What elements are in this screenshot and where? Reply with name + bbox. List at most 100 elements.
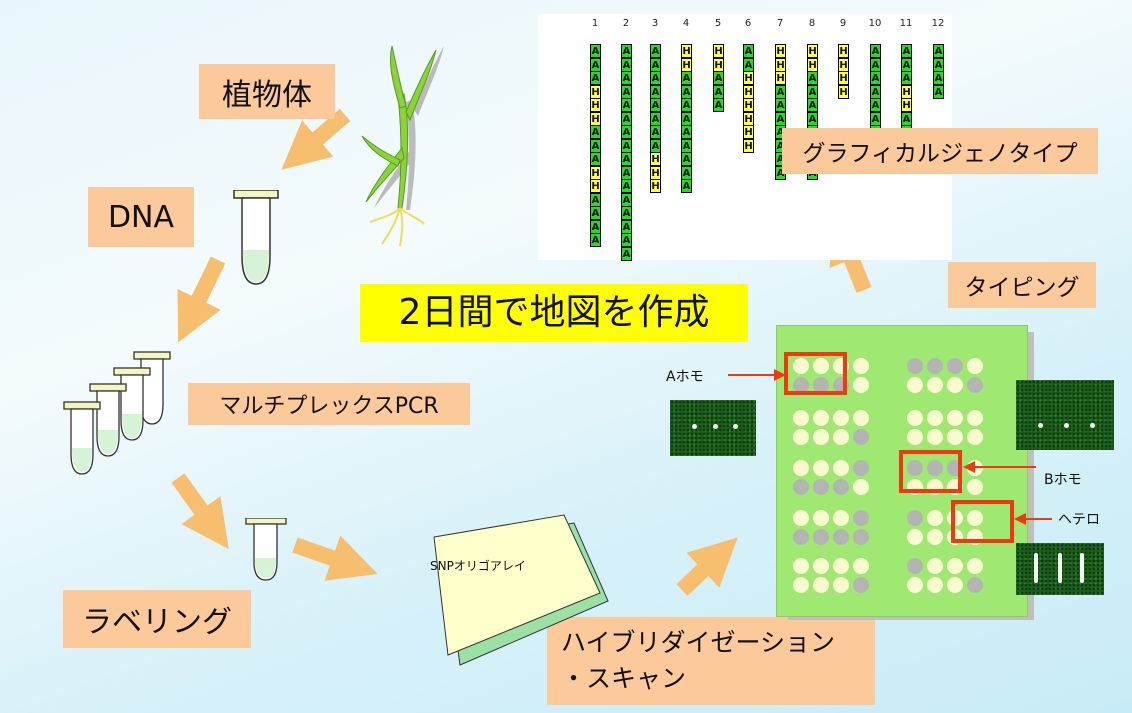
genotype-column-number: 12 <box>931 18 945 29</box>
genotype-cell: H <box>590 179 601 193</box>
multiplex-pcr-label: マルチプレックスPCR <box>188 383 470 425</box>
genotype-cell: A <box>621 98 632 112</box>
genotype-cell: H <box>650 165 661 180</box>
genotype-cell: A <box>743 57 754 72</box>
hetero-callout: ヘテロ <box>1058 512 1100 528</box>
array-spot <box>967 558 983 574</box>
array-spot <box>813 410 829 426</box>
genotype-cell: A <box>775 84 786 99</box>
genotype-cell: A <box>681 84 692 99</box>
scan-image-icon <box>1016 380 1114 450</box>
array-spot <box>907 358 923 374</box>
array-spot <box>833 460 849 476</box>
hybridization-label: ハイブリダイゼーション ・スキャン <box>547 617 875 705</box>
array-spot <box>947 577 963 593</box>
array-spot <box>833 529 849 545</box>
array-spot <box>833 479 849 495</box>
array-spot <box>793 577 809 593</box>
genotype-cell: H <box>713 57 724 72</box>
genotype-cell: H <box>590 165 601 180</box>
genotype-cell: A <box>681 138 692 153</box>
genotype-cell: H <box>775 57 786 72</box>
array-spot <box>967 460 983 476</box>
tube-icon <box>233 190 279 285</box>
array-spot <box>967 429 983 445</box>
genotype-cell: A <box>621 219 632 234</box>
labeling-label: ラベリング <box>63 590 251 648</box>
genotype-cell: A <box>621 246 632 261</box>
array-spot <box>967 358 983 374</box>
array-spot <box>853 377 869 393</box>
genotype-column-number: 3 <box>651 18 659 29</box>
genotype-column-number: 7 <box>776 18 784 29</box>
plant-icon <box>361 45 444 247</box>
genotype-cell: A <box>807 84 818 99</box>
array-spot <box>947 358 963 374</box>
array-spot <box>793 479 809 495</box>
arrow-icon <box>171 473 229 550</box>
array-spot <box>833 429 849 445</box>
genotype-cell: A <box>870 57 881 72</box>
genotype-cell: A <box>621 233 632 247</box>
genotype-cell: H <box>838 84 849 99</box>
genotype-cell: A <box>621 71 632 85</box>
genotype-cell: A <box>590 57 601 72</box>
genotype-cell: A <box>621 179 632 193</box>
array-spot <box>813 558 829 574</box>
headline: 2日間で地図を作成 <box>360 284 748 342</box>
genotype-cell: A <box>681 111 692 126</box>
genotype-cell: H <box>590 111 601 126</box>
array-spot <box>813 577 829 593</box>
array-spot <box>853 429 869 445</box>
array-spot <box>813 479 829 495</box>
genotype-cell: A <box>590 152 601 166</box>
genotype-cell: A <box>590 71 601 85</box>
genotype-cell: H <box>775 44 786 58</box>
genotype-cell: A <box>933 84 944 99</box>
array-spot <box>793 529 809 545</box>
array-spot <box>793 410 809 426</box>
array-spot <box>793 510 809 526</box>
a-homo-callout: Aホモ <box>666 369 704 385</box>
genotype-cell: A <box>681 165 692 180</box>
array-spot <box>813 377 829 393</box>
scan-image-icon <box>670 400 756 456</box>
genotype-cell: A <box>590 219 601 234</box>
array-spot <box>793 429 809 445</box>
genotype-cell: A <box>713 84 724 99</box>
arrow-icon <box>292 535 378 581</box>
array-spot <box>853 577 869 593</box>
genotype-cell: A <box>621 44 632 58</box>
genotype-column-number: 6 <box>744 18 752 29</box>
array-spot <box>927 429 943 445</box>
snp-array-label: SNPオリゴアレイ <box>430 559 526 573</box>
tube-icon <box>63 351 171 475</box>
array-spot <box>813 529 829 545</box>
genotype-cell: H <box>681 57 692 72</box>
genotype-cell: H <box>775 71 786 85</box>
array-spot <box>793 558 809 574</box>
array-spot <box>813 358 829 374</box>
genotype-cell: H <box>743 138 754 153</box>
array-spot <box>907 377 923 393</box>
array-spot <box>927 377 943 393</box>
genotype-cell: A <box>621 192 632 207</box>
genotype-cell: A <box>590 125 601 139</box>
genotype-column-number: 4 <box>682 18 690 29</box>
array-spot <box>947 429 963 445</box>
genotype-column-number: 9 <box>839 18 847 29</box>
genotype-cell: A <box>901 111 912 126</box>
genotype-cell: H <box>743 98 754 112</box>
plant-label: 植物体 <box>199 64 335 119</box>
array-spot <box>967 577 983 593</box>
array-spot <box>813 429 829 445</box>
graphical-genotype-label: グラフィカルジェノタイプ <box>782 128 1098 174</box>
genotype-cell: A <box>650 98 661 112</box>
genotype-cell: A <box>775 111 786 126</box>
genotype-column-number: 11 <box>899 18 913 29</box>
genotype-cell: A <box>901 57 912 72</box>
array-spot <box>927 577 943 593</box>
array-spot <box>833 410 849 426</box>
array-spot <box>927 510 943 526</box>
genotype-cell: A <box>590 206 601 220</box>
